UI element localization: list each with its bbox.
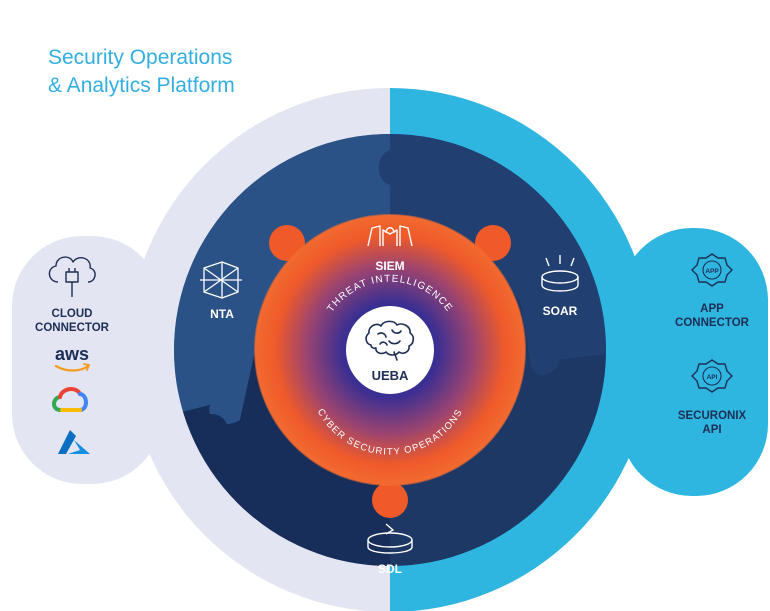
azure-icon <box>58 430 90 454</box>
right-panel <box>620 228 768 496</box>
securonix-api-line-1: SECURONIX <box>678 410 747 422</box>
left-panel <box>12 236 162 484</box>
siem-label: SIEM <box>375 259 404 273</box>
app-connector-line-1: APP <box>700 303 724 315</box>
page-title: Security Operations & Analytics Platform <box>48 44 235 100</box>
securonix-api-line-2: API <box>702 424 721 436</box>
soar-icon <box>541 255 579 292</box>
cloud-plug-icon <box>48 256 96 297</box>
siem-icon <box>367 225 413 247</box>
soar-label: SOAR <box>543 304 578 318</box>
svg-text:API: API <box>707 374 718 381</box>
api-badge-icon: API <box>691 359 733 393</box>
google-cloud-icon <box>52 387 88 412</box>
app-connector-line-2: CONNECTOR <box>675 317 750 329</box>
nta-icon <box>200 261 242 299</box>
title-line-2: & Analytics Platform <box>48 74 235 97</box>
svg-text:APP: APP <box>705 268 719 275</box>
brain-icon <box>365 320 415 361</box>
title-line-1: Security Operations <box>48 46 233 69</box>
app-badge-icon: APP <box>691 253 733 287</box>
ueba-label: UEBA <box>372 368 409 383</box>
cloud-connector-line-2: CONNECTOR <box>35 322 110 334</box>
sdl-label: SDL <box>378 562 402 576</box>
nta-label: NTA <box>210 307 234 321</box>
sdl-icon <box>367 523 413 554</box>
cloud-connector-line-1: CLOUD <box>52 308 93 320</box>
svg-text:aws: aws <box>55 344 89 364</box>
aws-logo-icon: aws <box>54 344 91 372</box>
ueba-center <box>346 306 434 394</box>
